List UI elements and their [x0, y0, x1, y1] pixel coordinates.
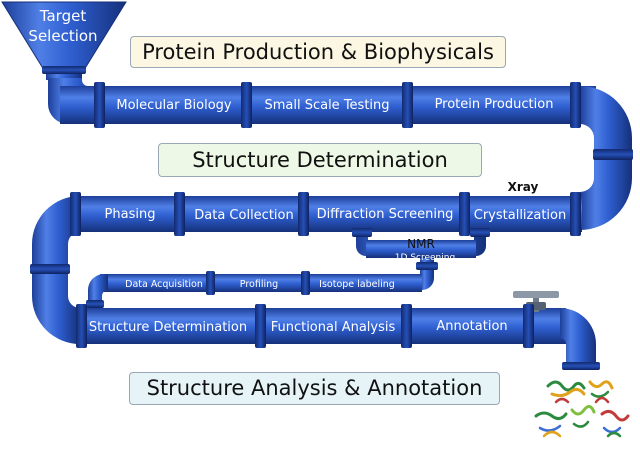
funnel-label-line2: Selection — [28, 27, 97, 45]
joint — [470, 228, 490, 237]
step-1d-screening: 1D Screening — [395, 253, 455, 263]
pipe-elbow-exit — [560, 308, 596, 368]
stage-protein-production-biophysicals: Protein Production & Biophysicals — [130, 36, 506, 68]
joint — [459, 192, 470, 236]
joint — [76, 304, 87, 348]
step-functional-analysis: Functional Analysis — [271, 320, 396, 335]
joint — [94, 82, 105, 128]
pipe-row-3 — [76, 308, 566, 344]
joint — [593, 149, 633, 160]
joint — [416, 262, 438, 270]
pipe-row-2 — [70, 196, 582, 232]
step-small-scale-testing: Small Scale Testing — [264, 98, 389, 113]
stage-structure-determination: Structure Determination — [158, 143, 482, 177]
joint — [570, 82, 581, 128]
joint — [570, 192, 581, 236]
step-data-acquisition: Data Acquisition — [125, 279, 203, 290]
step-phasing: Phasing — [105, 207, 156, 222]
step-crystallization: Crystallization — [474, 208, 566, 223]
joint — [206, 271, 215, 295]
step-profiling: Profiling — [240, 279, 278, 290]
nmr-branch-body — [366, 240, 476, 258]
joint — [301, 271, 310, 295]
step-protein-production: Protein Production — [435, 97, 554, 112]
joint — [298, 192, 309, 236]
step-isotope-labeling: Isotope labeling — [319, 279, 395, 290]
joint — [255, 304, 266, 348]
joint — [402, 82, 413, 128]
protein-structures-image — [534, 380, 630, 438]
step-structure-determination: Structure Determination — [89, 320, 247, 335]
step-annotation: Annotation — [436, 319, 507, 334]
step-molecular-biology: Molecular Biology — [116, 98, 232, 113]
exit-joint — [562, 362, 600, 370]
joint — [70, 192, 81, 236]
stage-structure-analysis-annotation: Structure Analysis & Annotation — [129, 372, 500, 405]
funnel-label-line1: Target — [39, 7, 87, 25]
step-diffraction-screening: Diffraction Screening — [317, 207, 454, 222]
xray-label: Xray — [508, 180, 539, 194]
joint — [30, 264, 70, 274]
joint — [86, 300, 104, 308]
joint — [523, 304, 534, 348]
step-data-collection: Data Collection — [194, 208, 293, 223]
pipe-nmr — [100, 274, 422, 292]
joint — [174, 192, 185, 236]
nmr-label: NMR — [407, 237, 435, 251]
funnel-joint — [42, 66, 86, 74]
joint — [401, 304, 412, 348]
joint — [352, 228, 372, 237]
pipe-row-1 — [96, 86, 596, 124]
valve-handle — [513, 291, 559, 298]
joint — [241, 82, 252, 128]
